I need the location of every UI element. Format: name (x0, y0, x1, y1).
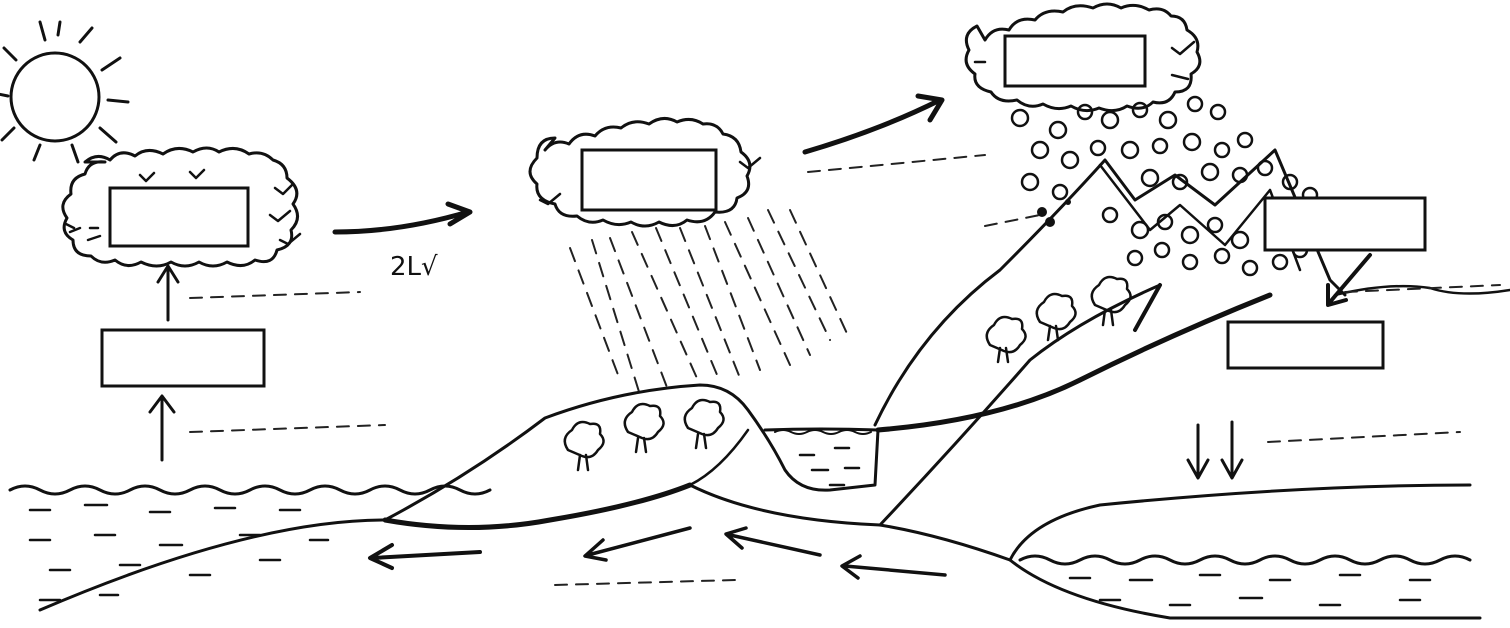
arrows (150, 96, 1370, 578)
label-box-melt-right[interactable] (1228, 322, 1383, 368)
arrow-groundwater-1 (370, 545, 480, 568)
arrow-percolation-2 (1222, 422, 1242, 478)
handwritten-mark: 2L√ (390, 252, 438, 282)
trees-left-hill (565, 400, 724, 470)
label-box-snow-right[interactable] (1265, 198, 1425, 250)
sun-icon (0, 22, 128, 162)
arrow-groundwater-3 (726, 528, 820, 555)
label-box-cloud-middle[interactable] (582, 150, 716, 210)
label-box-cloud-left[interactable] (110, 188, 248, 246)
label-box-rising-left[interactable] (102, 330, 264, 386)
rain-streaks (570, 210, 850, 395)
arrow-percolation-1 (1188, 425, 1208, 478)
arrow-up-lower (150, 396, 174, 460)
arrow-cloud-to-mountain-cloud (805, 96, 942, 152)
arrow-snow-down (1328, 255, 1370, 305)
label-box-cloud-top-right[interactable] (1005, 36, 1145, 86)
arrow-groundwater-2 (585, 528, 690, 560)
left-hill (40, 385, 878, 610)
mountain-range (875, 150, 1510, 425)
arrow-groundwater-4 (842, 556, 945, 578)
arrow-cloud-to-cloud (335, 204, 470, 232)
arrow-up-upper (158, 266, 178, 320)
trees-mountain (987, 277, 1131, 362)
